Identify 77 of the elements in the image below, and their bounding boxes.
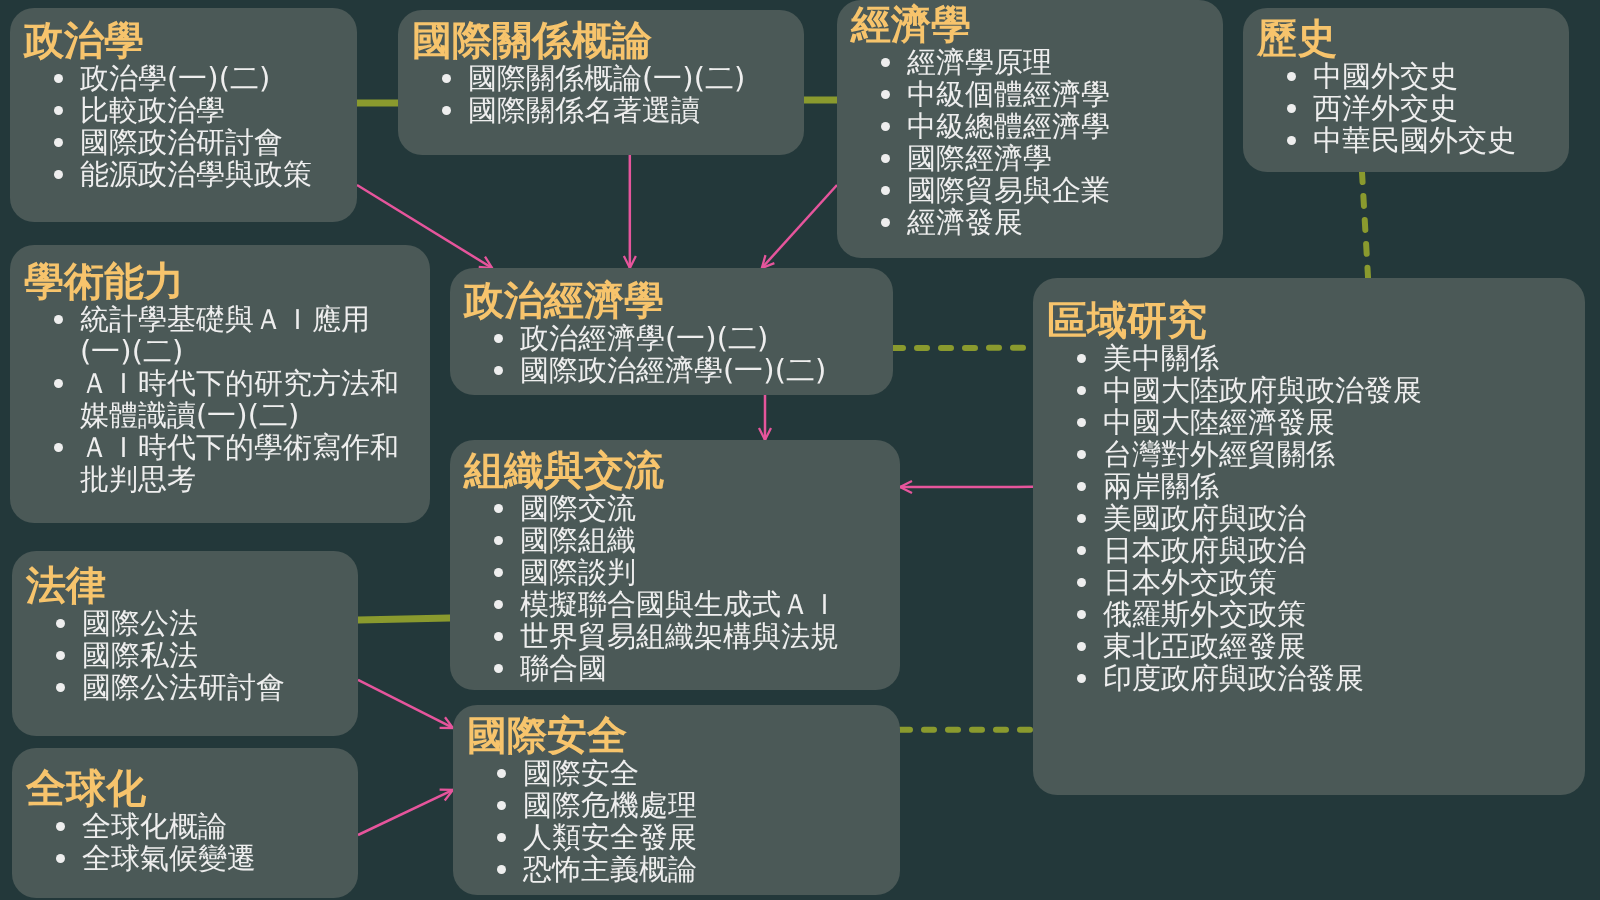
course-item: 聯合國 bbox=[520, 652, 607, 684]
topic-card bbox=[450, 268, 893, 395]
course-item: 國際組織 bbox=[520, 524, 636, 556]
arrow bbox=[760, 184, 838, 270]
course-item: 全球化概論 bbox=[82, 810, 227, 842]
arrow bbox=[898, 479, 1033, 495]
course-item: 國際交流 bbox=[520, 492, 636, 524]
course-item: 國際關係名著選讀 bbox=[468, 94, 700, 126]
course-item: 政治經濟學(一)(二) bbox=[520, 322, 769, 354]
card-heading: 組織與交流 bbox=[464, 448, 664, 492]
course-item: 世界貿易組織架構與法規 bbox=[520, 620, 839, 652]
course-item: 印度政府與政治發展 bbox=[1103, 662, 1364, 694]
topic-card bbox=[453, 705, 900, 895]
course-item: ＡＩ時代下的研究方法和媒體識讀(一)(二) bbox=[80, 367, 400, 431]
card-heading: 政治學 bbox=[24, 18, 144, 62]
course-item: 日本政府與政治 bbox=[1103, 534, 1306, 566]
arrow bbox=[622, 155, 637, 270]
card-heading: 學術能力 bbox=[24, 259, 184, 303]
course-item: 國際經濟學 bbox=[907, 142, 1052, 174]
card-heading: 經濟學 bbox=[851, 2, 971, 46]
course-item: 統計學基礎與ＡＩ應用(一)(二) bbox=[80, 303, 371, 367]
arrow bbox=[356, 183, 494, 270]
course-item: 兩岸關係 bbox=[1103, 470, 1219, 502]
course-item: 中級總體經濟學 bbox=[907, 110, 1110, 142]
course-item: 經濟發展 bbox=[907, 206, 1023, 238]
card-heading: 政治經濟學 bbox=[464, 278, 664, 322]
arrow bbox=[357, 678, 455, 730]
course-item: 模擬聯合國與生成式ＡＩ bbox=[520, 588, 839, 620]
topic-card bbox=[398, 10, 804, 155]
course-item: 國際政治研討會 bbox=[80, 126, 283, 158]
course-item: 政治學(一)(二) bbox=[80, 62, 271, 94]
course-item: 國際談判 bbox=[520, 556, 636, 588]
course-item: 經濟學原理 bbox=[907, 46, 1052, 78]
course-item: 台灣對外經貿關係 bbox=[1103, 438, 1335, 470]
course-item: 全球氣候變遷 bbox=[82, 842, 256, 874]
card-heading: 全球化 bbox=[26, 766, 146, 810]
topic-card bbox=[1033, 278, 1585, 795]
course-item: 國際貿易與企業 bbox=[907, 174, 1110, 206]
card-heading: 法律 bbox=[26, 563, 106, 607]
course-item: 中國大陸經濟發展 bbox=[1103, 406, 1335, 438]
course-item: 中華民國外交史 bbox=[1313, 124, 1516, 156]
course-item: 能源政治學與政策 bbox=[80, 158, 312, 190]
topic-card bbox=[10, 245, 430, 523]
course-item: 美國政府與政治 bbox=[1103, 502, 1306, 534]
course-item: 國際私法 bbox=[82, 639, 198, 671]
course-item: ＡＩ時代下的學術寫作和批判思考 bbox=[80, 431, 400, 495]
card-heading: 歷史 bbox=[1257, 16, 1337, 60]
course-item: 中國外交史 bbox=[1313, 60, 1458, 92]
card-heading: 區域研究 bbox=[1047, 298, 1207, 342]
course-item: 國際關係概論(一)(二) bbox=[468, 62, 746, 94]
card-heading: 國際關係概論 bbox=[412, 18, 652, 62]
course-item: 中級個體經濟學 bbox=[907, 78, 1110, 110]
course-item: 國際公法研討會 bbox=[82, 671, 285, 703]
course-item: 中國大陸政府與政治發展 bbox=[1103, 374, 1422, 406]
course-item: 東北亞政經發展 bbox=[1103, 630, 1306, 662]
topic-card bbox=[837, 0, 1223, 258]
course-item: 國際安全 bbox=[523, 757, 639, 789]
arrow bbox=[757, 395, 773, 442]
card-heading: 國際安全 bbox=[467, 713, 627, 757]
arrow bbox=[357, 788, 455, 837]
topic-card bbox=[12, 551, 358, 736]
course-item: 國際政治經濟學(一)(二) bbox=[520, 354, 827, 386]
topic-card bbox=[450, 440, 900, 690]
course-item: 人類安全發展 bbox=[523, 821, 697, 853]
course-item: 國際危機處理 bbox=[523, 789, 697, 821]
course-item: 日本外交政策 bbox=[1103, 566, 1277, 598]
topic-card bbox=[10, 8, 357, 222]
course-item: 俄羅斯外交政策 bbox=[1103, 598, 1306, 630]
course-item: 國際公法 bbox=[82, 607, 198, 639]
course-item: 美中關係 bbox=[1103, 342, 1219, 374]
topic-card bbox=[12, 748, 358, 898]
course-item: 恐怖主義概論 bbox=[523, 853, 697, 885]
topic-card bbox=[1243, 8, 1569, 172]
course-item: 比較政治學 bbox=[80, 94, 225, 126]
connector-line bbox=[897, 726, 1036, 733]
course-item: 西洋外交史 bbox=[1313, 92, 1458, 124]
connector-line bbox=[1359, 169, 1372, 281]
